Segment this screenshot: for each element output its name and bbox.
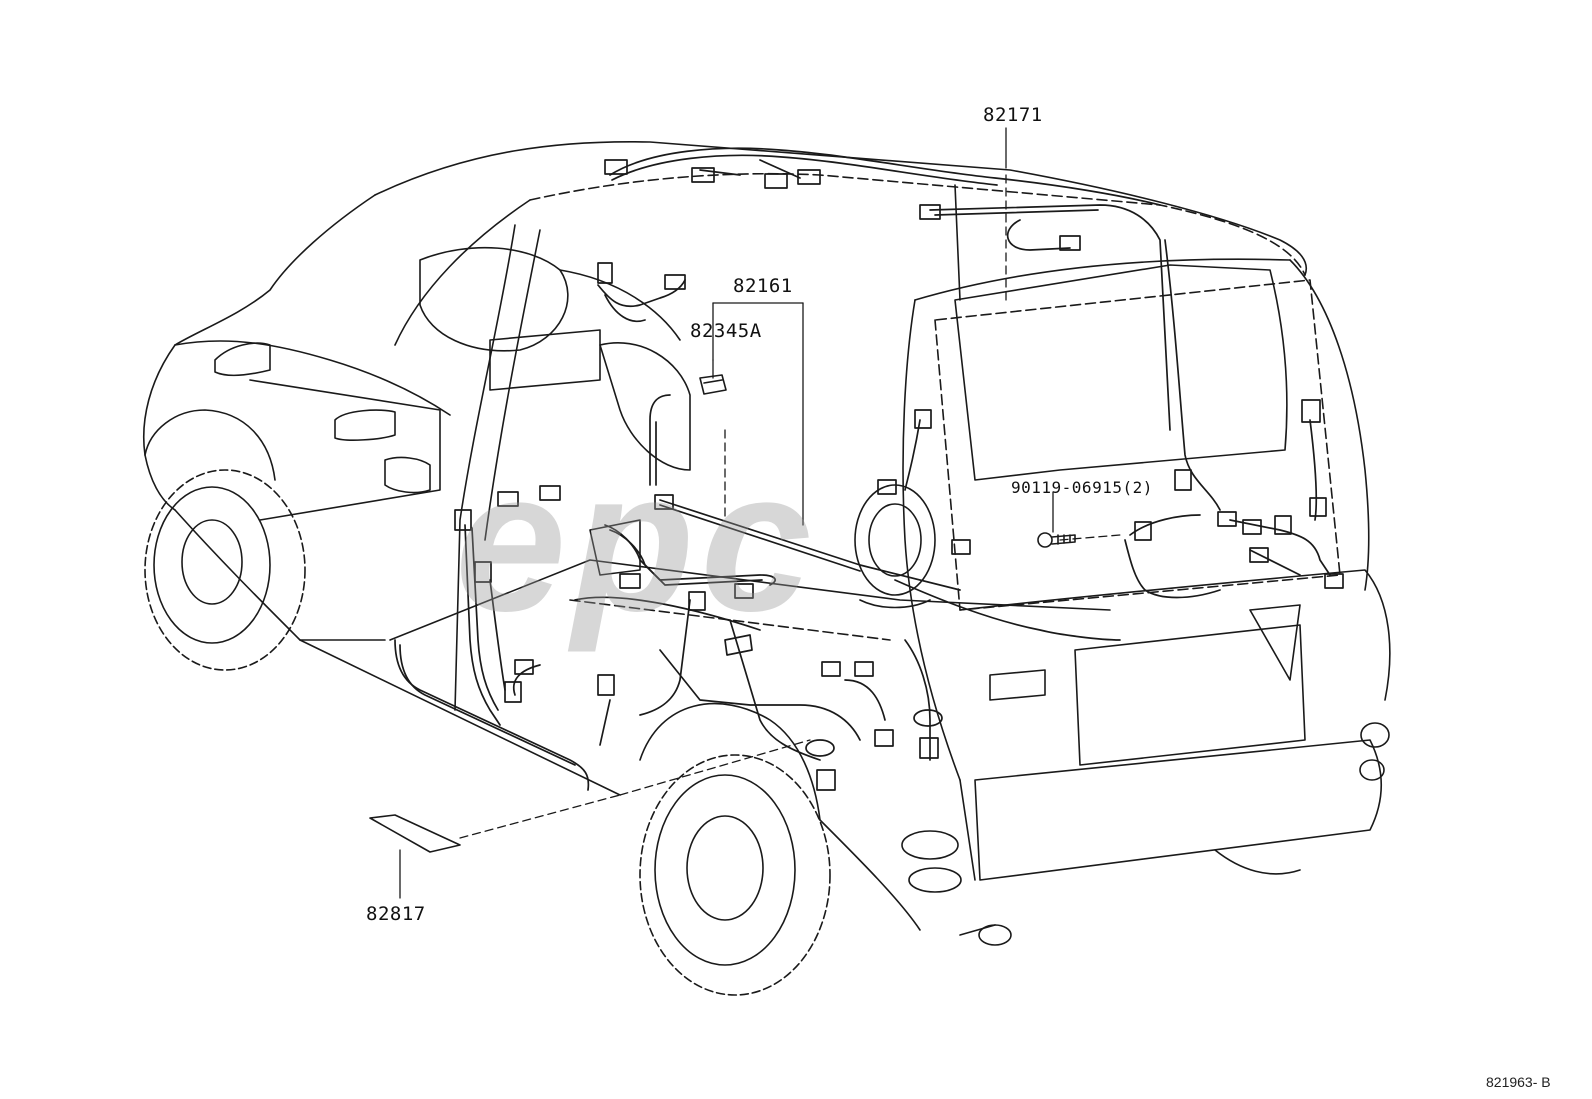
roof-wire-harness: [604, 147, 1321, 521]
vehicle-body: [142, 140, 1391, 996]
part-label-82345a[interactable]: 82345A: [690, 320, 762, 342]
leader-lines: [399, 127, 1121, 899]
part-label-82817[interactable]: 82817: [366, 903, 426, 925]
part-label-90119-06915[interactable]: 90119-06915(2): [1011, 478, 1153, 497]
floor-wire-harness: [394, 262, 1344, 791]
connector-82345a: [699, 374, 727, 395]
pad-82817: [369, 814, 461, 853]
figure-reference: 821963- B: [1486, 1074, 1551, 1090]
part-label-82171[interactable]: 82171: [983, 104, 1043, 126]
part-label-82161[interactable]: 82161: [733, 275, 793, 297]
bolt-90119-06915: [1037, 532, 1076, 548]
